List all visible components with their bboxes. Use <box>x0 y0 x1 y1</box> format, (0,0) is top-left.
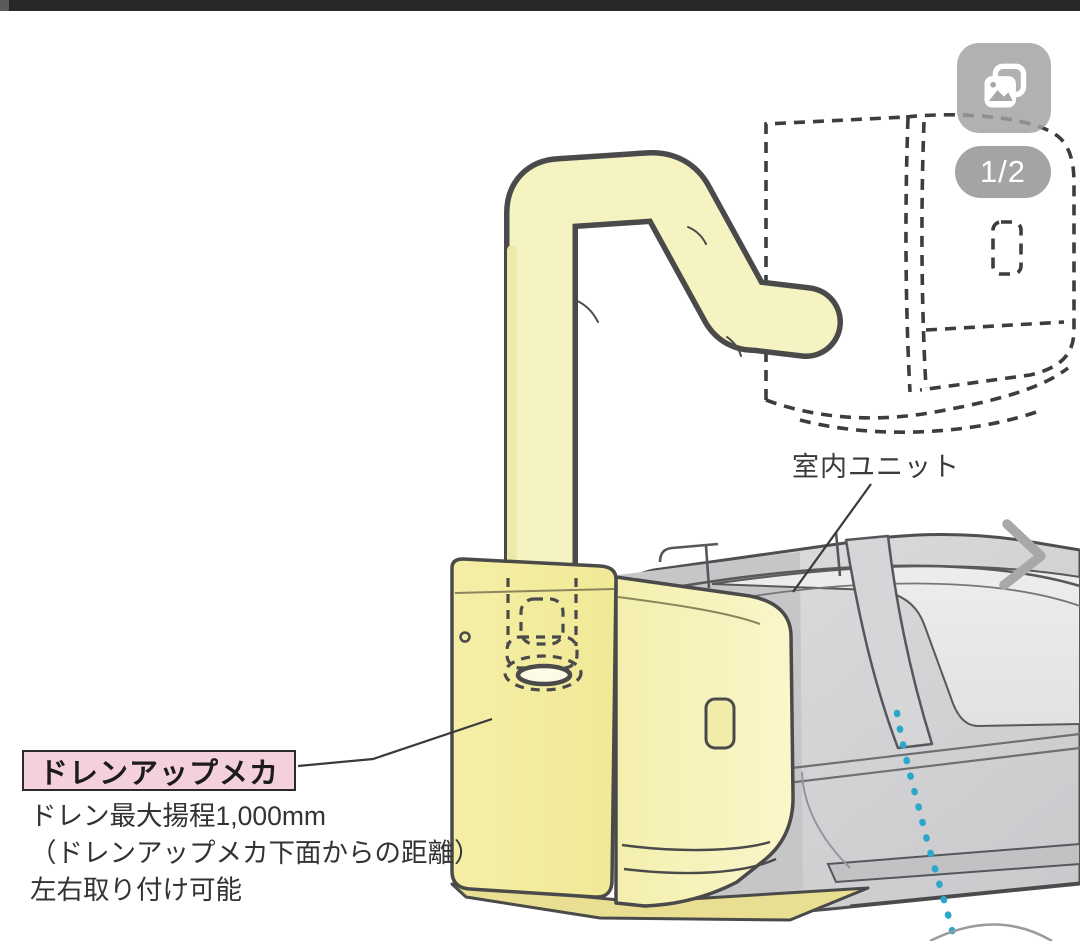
mechanism-front-port <box>704 697 736 750</box>
system-top-bar <box>0 0 1080 11</box>
mechanism-screw <box>459 631 471 643</box>
gallery-badge <box>957 43 1051 133</box>
mechanism-specs: ドレン最大揚程1,000mm （ドレンアップメカ下面からの距離） 左右取り付け可… <box>30 798 481 909</box>
photos-icon <box>984 63 1027 108</box>
mechanism-callout-title: ドレンアップメカ <box>22 750 296 791</box>
indoor-unit-label: 室内ユニット <box>792 452 960 482</box>
next-image-chevron[interactable] <box>992 512 1054 596</box>
top-bar-notch <box>0 0 9 11</box>
drain-up-mechanism-illustration <box>450 557 870 922</box>
unit-bottom-rail <box>826 842 1080 884</box>
hidden-pipe-dashed <box>503 578 583 692</box>
spec-line-max-lift: ドレン最大揚程1,000mm <box>30 801 326 831</box>
spec-line-mount-side: 左右取り付け可能 <box>30 875 242 905</box>
drain-pipe <box>504 149 843 622</box>
detail-circle-arc <box>929 923 1053 941</box>
spec-line-distance-note: （ドレンアップメカ下面からの距離） <box>30 838 481 868</box>
indoor-unit-leader-line <box>792 483 872 593</box>
drain-socket <box>515 663 573 687</box>
image-counter: 1/2 <box>955 146 1051 198</box>
mounting-silhouette-dashed <box>764 113 1076 434</box>
chevron-right-icon <box>999 519 1046 590</box>
image-counter-text: 1/2 <box>979 154 1027 189</box>
drain-flow-dotted-line <box>893 709 958 941</box>
callout-leader-line <box>297 717 493 768</box>
unit-strap-band <box>844 534 934 750</box>
